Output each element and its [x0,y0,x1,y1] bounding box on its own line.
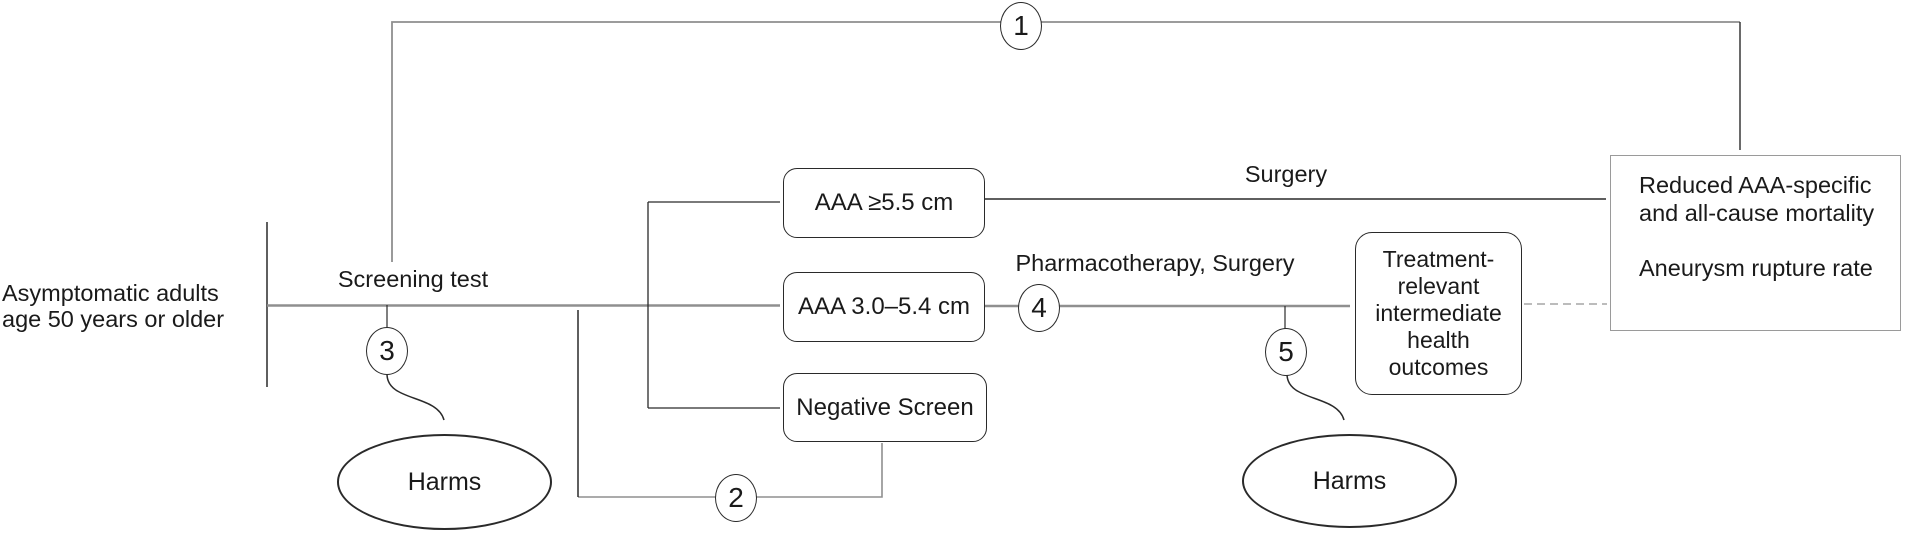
surgery-label: Surgery [1244,161,1328,187]
key-question-5-number: 5 [1278,336,1294,367]
kq5-curved-arrow-to-harms [1286,373,1345,421]
harms-oval-screening: Harms [337,434,552,530]
key-question-2-number: 2 [728,482,744,513]
key-question-3-number: 3 [379,335,395,366]
key-question-4-number: 4 [1031,292,1047,323]
harms-oval-screening-text: Harms [407,467,482,496]
harms-oval-treatment-text: Harms [1312,466,1387,495]
box-intermediate-outcomes: Treatment- relevant intermediate health … [1355,232,1522,395]
final-outcomes-rupture-text: Aneurysm rupture rate [1639,255,1873,281]
pharmacotherapy-surgery-label: Pharmacotherapy, Surgery [1015,250,1295,276]
key-question-2-badge: 2 [715,474,757,522]
final-outcomes-mortality-text: Reduced AAA-specific and all-cause morta… [1639,172,1875,226]
key-question-1-badge: 1 [1000,2,1042,50]
box-negative-screen: Negative Screen [783,373,987,442]
population-label: Asymptomatic adults age 50 years or olde… [2,280,225,332]
key-question-1-number: 1 [1013,10,1029,41]
box-aaa-medium: AAA 3.0–5.4 cm [783,272,985,342]
kq1-overarching-line [391,21,1740,262]
harms-oval-treatment: Harms [1242,434,1457,528]
key-question-3-badge: 3 [366,327,408,375]
box-intermediate-outcomes-text: Treatment- relevant intermediate health … [1375,246,1502,380]
key-question-5-badge: 5 [1265,328,1307,376]
kq3-curved-arrow-to-harms [386,373,445,421]
key-question-4-badge: 4 [1018,284,1060,332]
kq2-return-line [578,443,883,498]
box-negative-screen-text: Negative Screen [796,393,974,421]
box-aaa-medium-text: AAA 3.0–5.4 cm [797,293,971,320]
box-aaa-large: AAA ≥5.5 cm [783,168,985,238]
box-aaa-large-text: AAA ≥5.5 cm [814,189,954,216]
box-final-outcomes: Reduced AAA-specific and all-cause morta… [1610,155,1901,331]
screening-test-label: Screening test [337,266,489,292]
